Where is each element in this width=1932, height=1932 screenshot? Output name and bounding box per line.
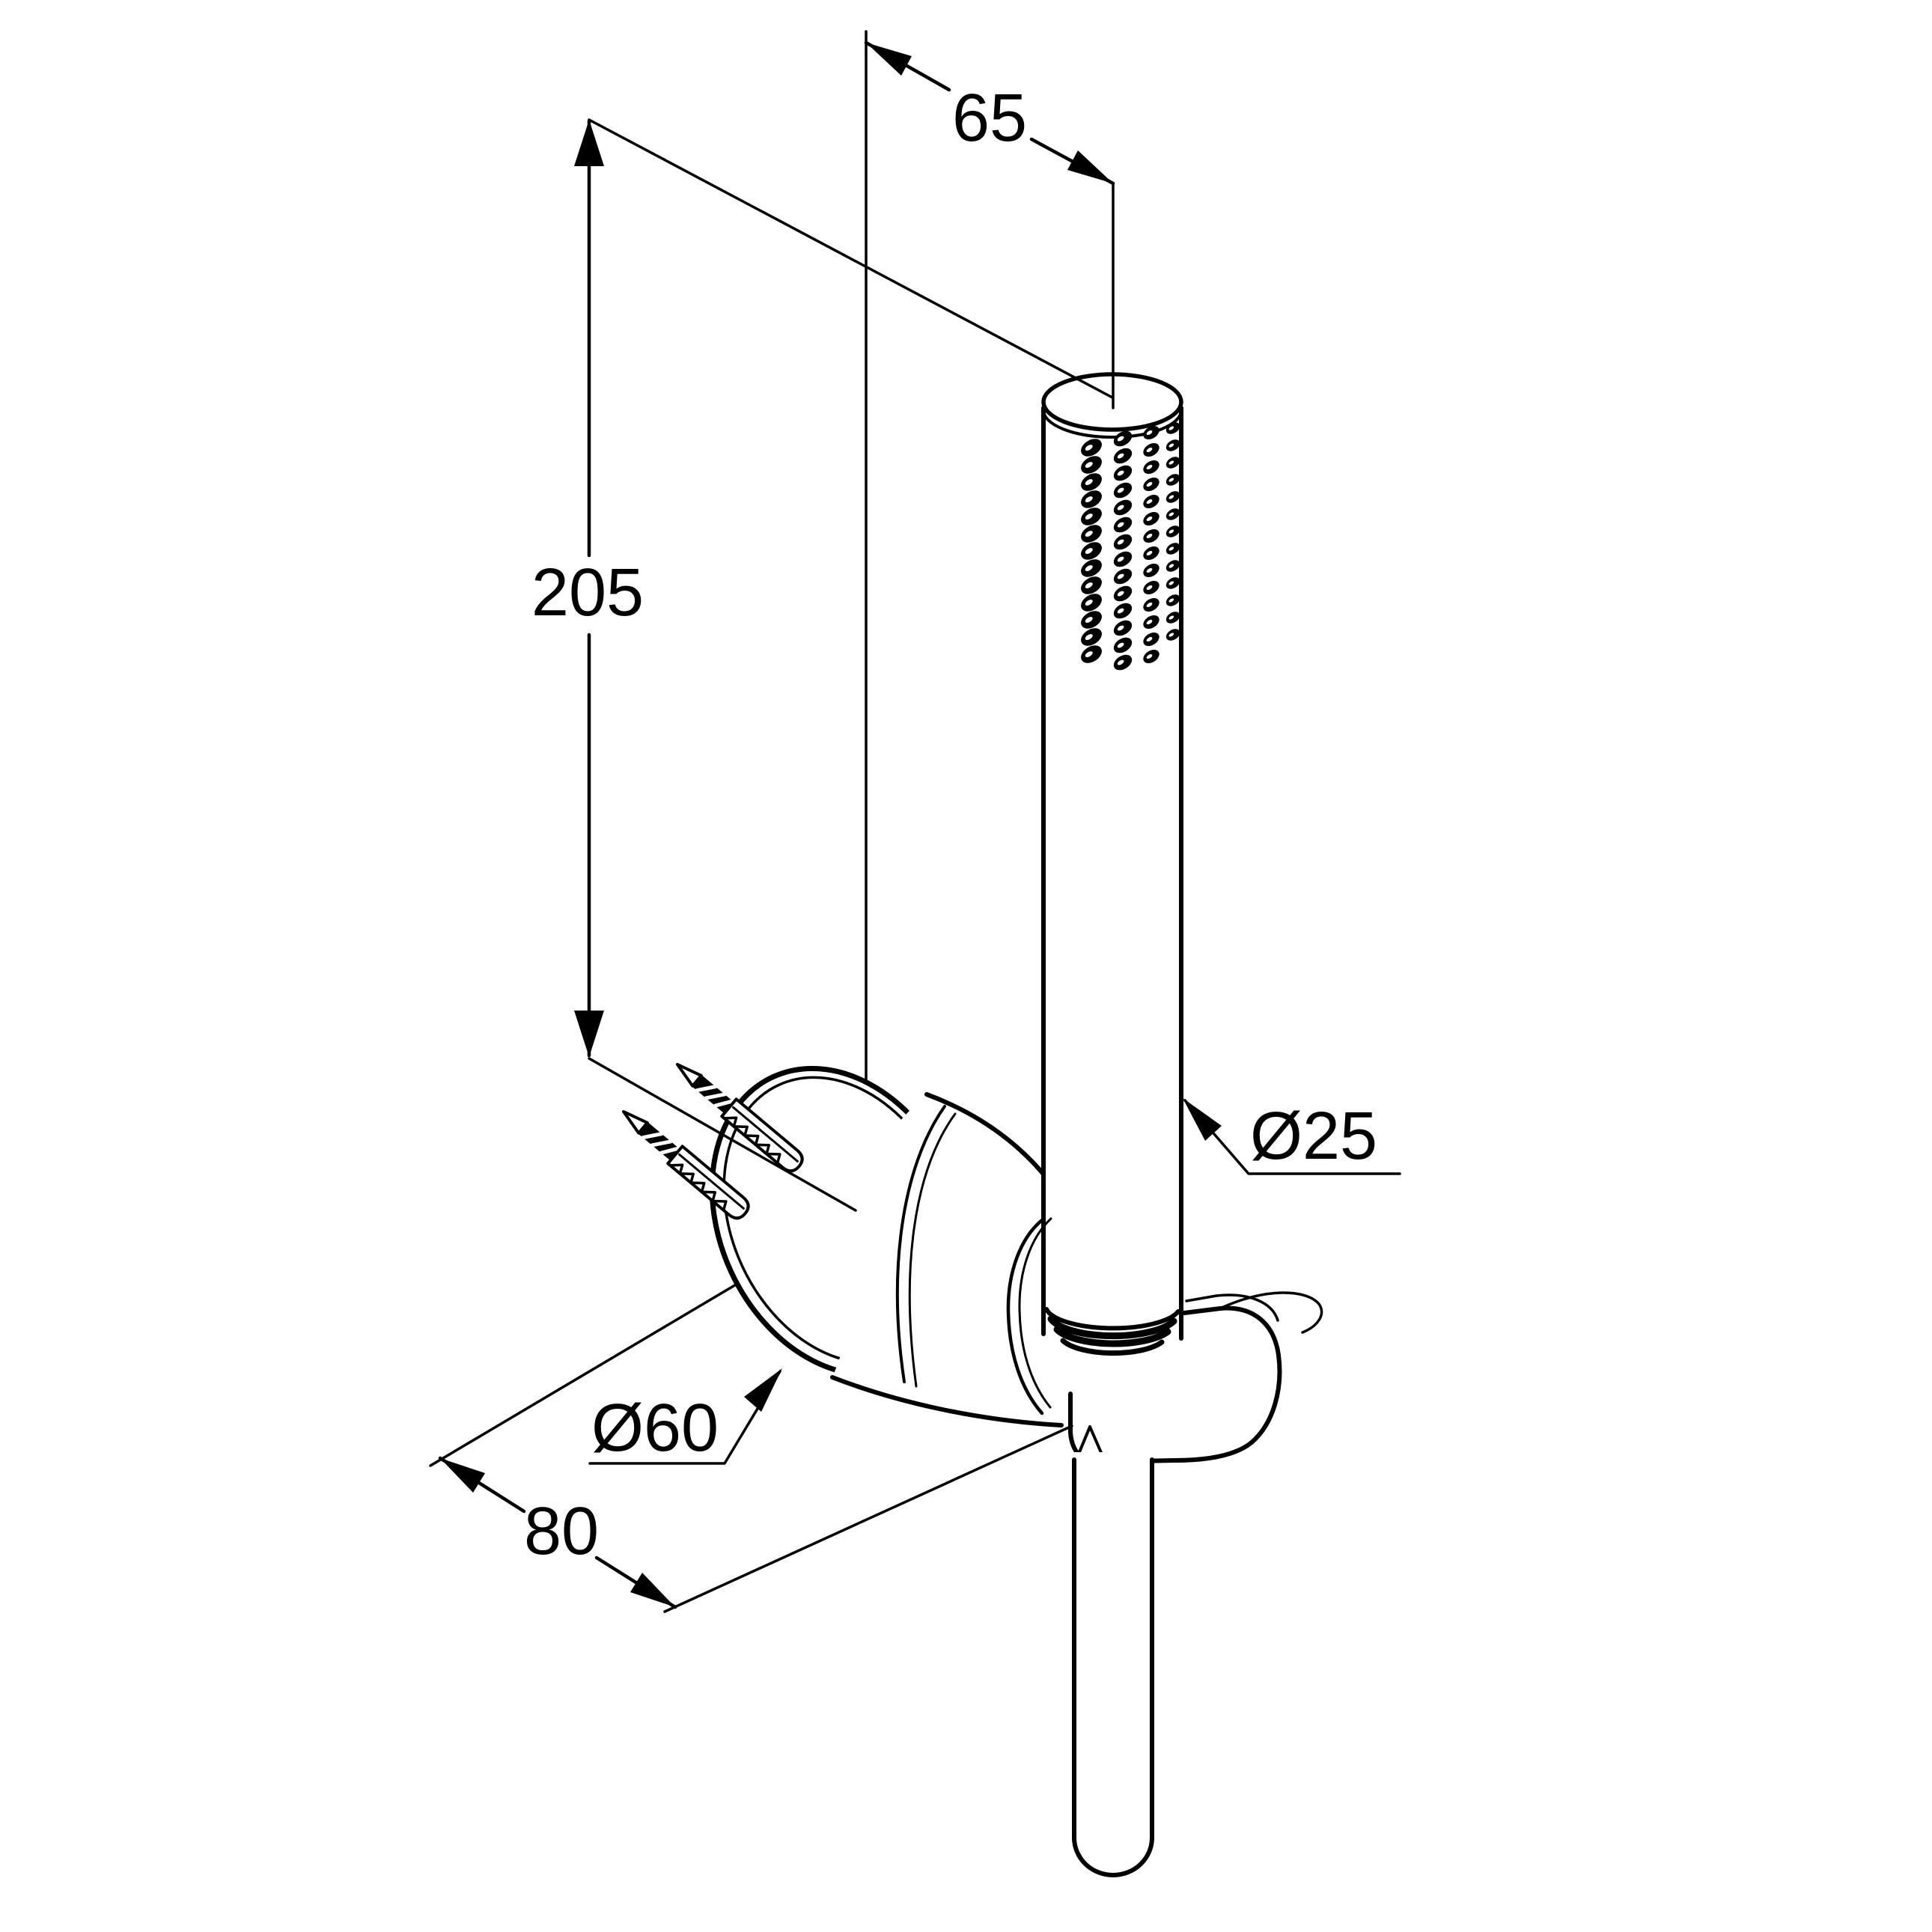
arrowhead-up-left: [440, 1458, 485, 1493]
dim-offset-label: 65: [952, 81, 1027, 156]
arrowhead: [744, 1368, 782, 1412]
dim-height-label: 205: [531, 555, 644, 630]
extension-line-bottom: [588, 1057, 857, 1212]
dim-height-205: [574, 118, 1114, 1212]
shower-hose: [1072, 1452, 1154, 1877]
shower-wand: [1041, 372, 1183, 1390]
dim-offset-65: [864, 30, 1115, 1081]
handle-diameter-label: Ø25: [1250, 1099, 1377, 1174]
leader-handle-diameter: [1183, 1098, 1401, 1175]
plate-diameter-label: Ø60: [591, 1391, 719, 1466]
dim-depth-80: [429, 1282, 1073, 1613]
holder-clamp-edge: [1006, 1217, 1052, 1416]
dim-depth-label: 80: [524, 1494, 599, 1569]
wand-cap-lip: [1042, 409, 1183, 439]
hose-nut-collar: [1044, 1307, 1180, 1356]
arrowhead-up-left: [866, 43, 912, 76]
extension-line-left: [429, 1282, 739, 1467]
leader-plate-diameter: [588, 1368, 782, 1465]
extension-line-top: [588, 118, 1114, 399]
arrowhead-down-right: [1067, 150, 1113, 183]
arrowhead-down-right: [630, 1573, 675, 1607]
arrowhead-up: [574, 120, 604, 166]
arrowhead-down: [574, 1011, 604, 1057]
extension-line-right: [663, 1424, 1073, 1613]
dimension-layer: 205 65 Ø25 Ø60 80: [429, 30, 1401, 1613]
arrowhead: [1183, 1098, 1222, 1141]
hose-end: [1072, 1835, 1154, 1877]
